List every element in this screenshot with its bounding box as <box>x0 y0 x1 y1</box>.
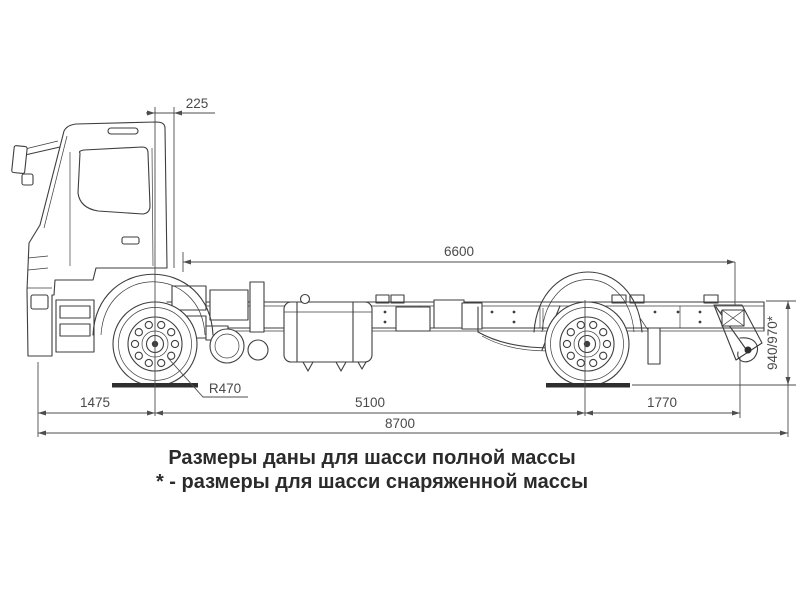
side-mirror <box>11 140 61 186</box>
dim-8700: 8700 <box>38 416 788 436</box>
door-window <box>77 146 151 215</box>
dim-label-225: 225 <box>186 96 209 111</box>
dim-label-frame-height: 940/970* <box>765 315 780 370</box>
dim-label-1475: 1475 <box>80 395 110 410</box>
dimension-lines: 225 6600 1475 5100 1 <box>37 96 796 437</box>
caption-line-1: Размеры даны для шасси полной массы <box>168 447 576 469</box>
roof-vent <box>107 127 139 135</box>
truck-cab <box>11 121 214 357</box>
rear-fender <box>533 271 643 333</box>
dim-5100: 5100 <box>155 395 585 416</box>
dim-label-8700: 8700 <box>385 416 415 431</box>
chassis-equipment <box>395 299 465 332</box>
rear-wheel <box>544 301 630 387</box>
dim-label-r470: R470 <box>209 381 241 396</box>
grille-line <box>27 267 49 271</box>
dim-label-1770: 1770 <box>647 395 677 410</box>
filler-cap <box>299 293 311 305</box>
dim-1770: 1770 <box>585 358 741 418</box>
mudflap <box>639 317 661 365</box>
dim-label-6600: 6600 <box>444 244 474 259</box>
dim-label-5100: 5100 <box>355 395 385 410</box>
fuel-tank <box>283 293 373 372</box>
dim-r470: R470 <box>167 357 248 398</box>
front-fender <box>92 273 214 336</box>
headlight <box>30 294 49 310</box>
engine-equipment <box>171 281 269 364</box>
door-handle <box>121 236 140 245</box>
door-rear-seam <box>151 147 154 267</box>
frame-top-fittings <box>375 294 719 304</box>
caption: Размеры даны для шасси полной массы * - … <box>132 446 612 494</box>
caption-line-2: * - размеры для шасси снаряженной массы <box>155 471 589 493</box>
dim-1475: 1475 <box>37 362 155 437</box>
windshield-edge <box>43 135 68 229</box>
grille-line <box>27 255 49 259</box>
dim-frame-height: 940/970* <box>632 300 796 437</box>
rear-ground-pad <box>546 383 630 388</box>
dim-225: 225 <box>146 96 215 268</box>
cab-body <box>26 121 168 357</box>
rear-hitch <box>713 304 763 363</box>
cab-steps <box>55 299 95 353</box>
dim-6600: 6600 <box>182 244 736 306</box>
tow-hook <box>737 337 758 363</box>
